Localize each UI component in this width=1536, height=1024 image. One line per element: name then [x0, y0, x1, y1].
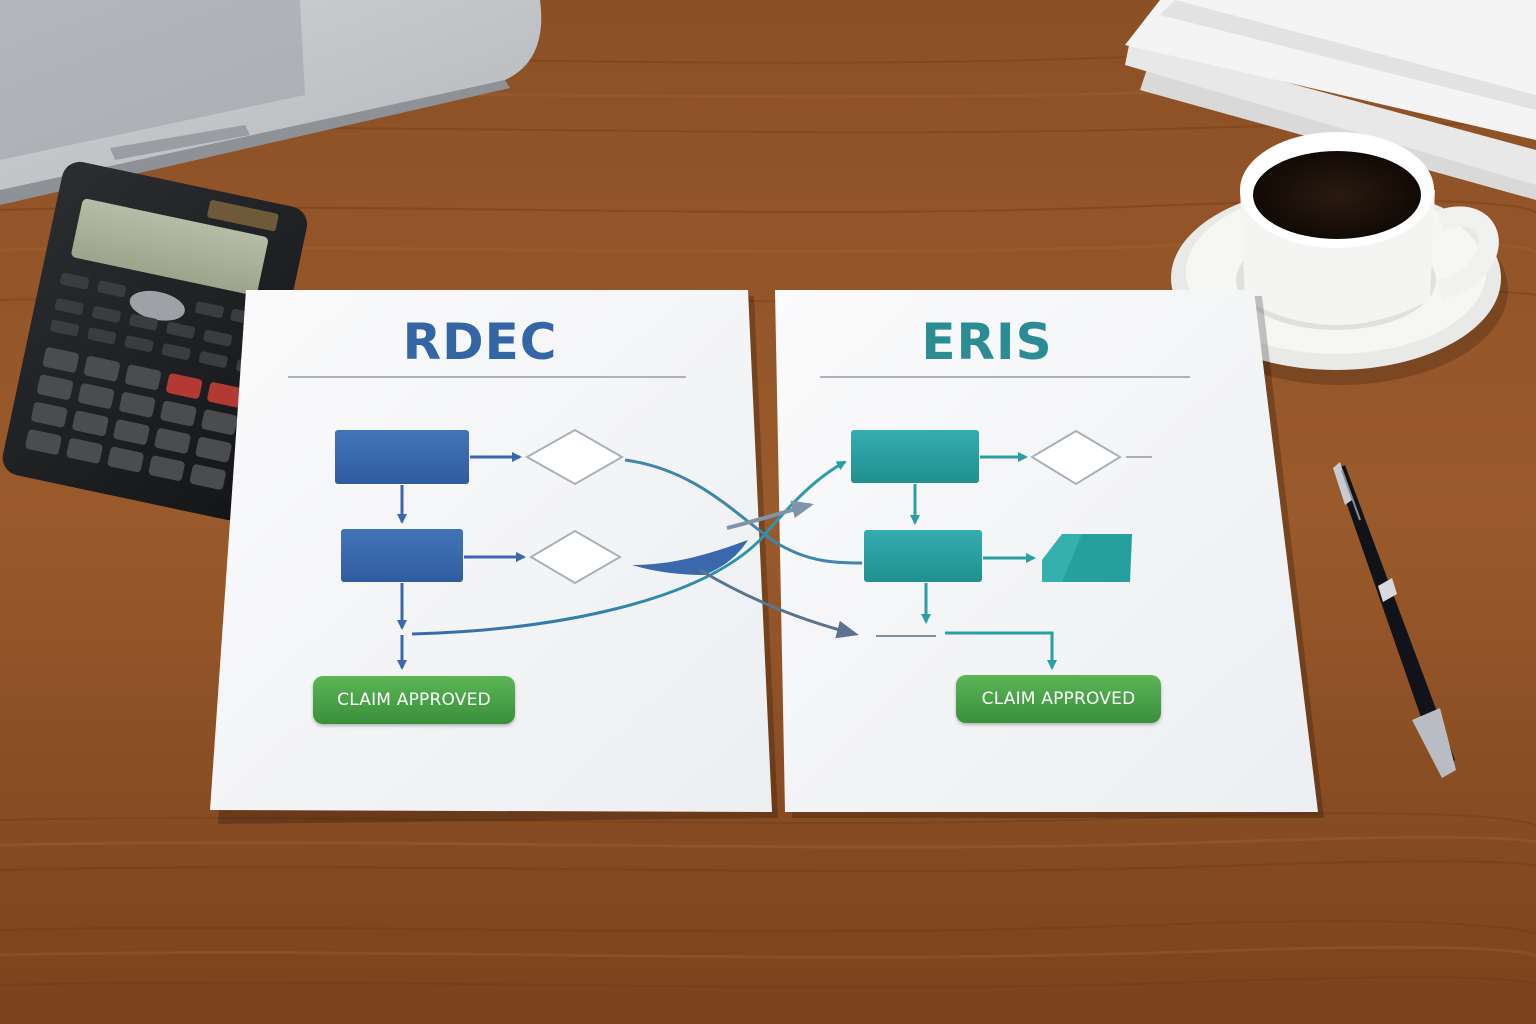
- eris-decision-1: [1030, 429, 1122, 486]
- eris-step-1: [851, 430, 979, 483]
- laptop: [0, 0, 542, 205]
- eris-title: ERIS: [921, 313, 1053, 371]
- eris-claim-approved-badge: CLAIM APPROVED: [956, 675, 1161, 723]
- rdec-title: RDEC: [402, 313, 558, 371]
- eris-flowchart: [851, 429, 1152, 670]
- rdec-decision-2: [529, 529, 622, 585]
- calculator: [2, 161, 308, 521]
- rdec-decision-1: [524, 428, 625, 486]
- paper-stack: [1125, 0, 1536, 200]
- eris-step-2: [864, 530, 982, 582]
- cross-document-flows: [411, 458, 863, 639]
- rdec-claim-approved-badge: CLAIM APPROVED: [313, 676, 515, 724]
- pen: [1333, 462, 1456, 778]
- rdec-step-2: [341, 529, 463, 582]
- rdec-flowchart: [335, 428, 625, 670]
- rdec-step-1: [335, 430, 469, 484]
- coffee-cup: [1171, 132, 1508, 385]
